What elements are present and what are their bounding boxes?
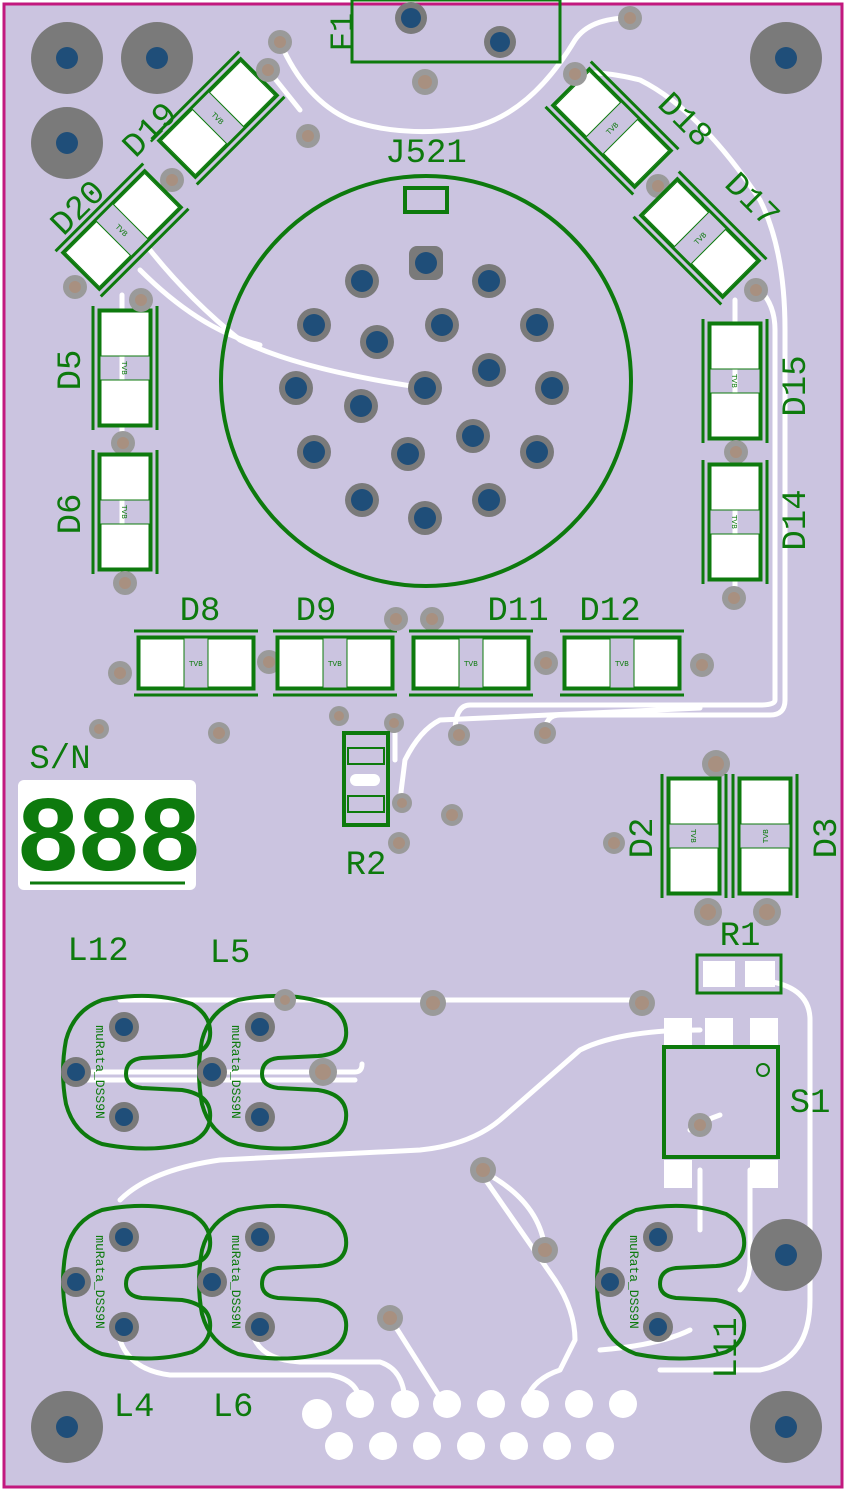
diode-d2-marking: TVB — [689, 828, 697, 843]
inductor-l6-text: muRata_DSS9N — [228, 1235, 243, 1329]
diode-d11: D11 TVB — [407, 593, 558, 697]
label-s1: S1 — [790, 1085, 831, 1123]
diode-d15: D15 TVB — [701, 317, 816, 464]
inductor-l5-text: muRata_DSS9N — [228, 1025, 243, 1119]
vias-lower — [274, 989, 655, 1331]
label-d5: D5 — [53, 350, 91, 391]
diode-d3-marking: TVB — [762, 829, 770, 844]
edge-connector — [302, 1390, 637, 1460]
diode-d14: D14 TVB — [701, 458, 816, 610]
inductor-l12: muRata_DSS9N L12 — [61, 933, 213, 1151]
label-j521: J521 — [385, 135, 467, 173]
label-l6: L6 — [213, 1389, 254, 1427]
mount-hole-bl — [31, 1391, 103, 1463]
label-l12: L12 — [67, 933, 128, 971]
diode-d12-marking: TVB — [614, 660, 629, 668]
inductor-l11: muRata_DSS9N L11 — [595, 1203, 747, 1379]
label-d15: D15 — [778, 355, 816, 416]
label-r2: R2 — [346, 847, 387, 885]
label-d2: D2 — [625, 818, 663, 859]
label-d12: D12 — [579, 593, 640, 631]
diode-d5-marking: TVB — [120, 360, 128, 375]
mount-hole-tr — [750, 22, 822, 94]
mount-hole-br — [750, 1391, 822, 1463]
label-d11: D11 — [487, 593, 548, 631]
inductor-l11-text: muRata_DSS9N — [626, 1235, 641, 1329]
diode-d14-marking: TVB — [730, 514, 738, 529]
serial-number: S/N 888 — [16, 741, 202, 903]
diode-d6: D6 TVB — [53, 448, 159, 595]
inductor-l4-text: muRata_DSS9N — [92, 1235, 107, 1329]
mount-hole-tl1 — [31, 22, 103, 94]
resistor-r1: R1 — [695, 918, 783, 995]
diode-d9-marking: TVB — [327, 660, 342, 668]
label-l5: L5 — [210, 935, 251, 973]
diode-d6-marking: TVB — [120, 504, 128, 519]
serial-number-digits: 888 — [16, 781, 198, 903]
label-l4: L4 — [114, 1389, 155, 1427]
label-d14: D14 — [778, 489, 816, 550]
connector-j521: J521 — [219, 135, 633, 588]
diode-d3: D3 TVB — [731, 772, 846, 926]
diode-d8-marking: TVB — [188, 660, 203, 668]
mount-hole-tl2 — [121, 22, 193, 94]
mounting-holes — [31, 22, 822, 1463]
label-sn: S/N — [29, 741, 90, 779]
diode-d5: D5 TVB — [53, 288, 159, 455]
diode-d9: D9 TVB — [271, 593, 444, 697]
label-d3: D3 — [809, 818, 846, 859]
serial-number-box — [18, 780, 196, 890]
mount-hole-mr — [750, 1219, 822, 1291]
diode-d12: D12 TVB — [558, 593, 714, 697]
label-r1: R1 — [720, 918, 761, 956]
label-l11: L11 — [709, 1317, 747, 1378]
label-d6: D6 — [53, 494, 91, 535]
diode-d11-marking: TVB — [463, 660, 478, 668]
inductor-l6: muRata_DSS9N L6 — [197, 1203, 349, 1427]
label-d8: D8 — [180, 593, 221, 631]
diode-d15-marking: TVB — [730, 373, 738, 388]
label-f1: F1 — [325, 13, 362, 51]
label-d9: D9 — [296, 593, 337, 631]
mount-hole-tl3 — [31, 107, 103, 179]
fuse-f1: F1 — [325, 0, 562, 95]
diode-d8: D8 TVB — [108, 593, 281, 697]
inductor-l5: muRata_DSS9N L5 — [197, 935, 349, 1151]
inductor-l4: muRata_DSS9N L4 — [61, 1203, 213, 1427]
inductor-l12-text: muRata_DSS9N — [92, 1025, 107, 1119]
switch-s1: S1 — [662, 1018, 831, 1188]
diode-d2: D2 TVB — [625, 772, 728, 926]
resistor-r2: R2 — [342, 731, 390, 885]
vias-center — [89, 706, 730, 854]
